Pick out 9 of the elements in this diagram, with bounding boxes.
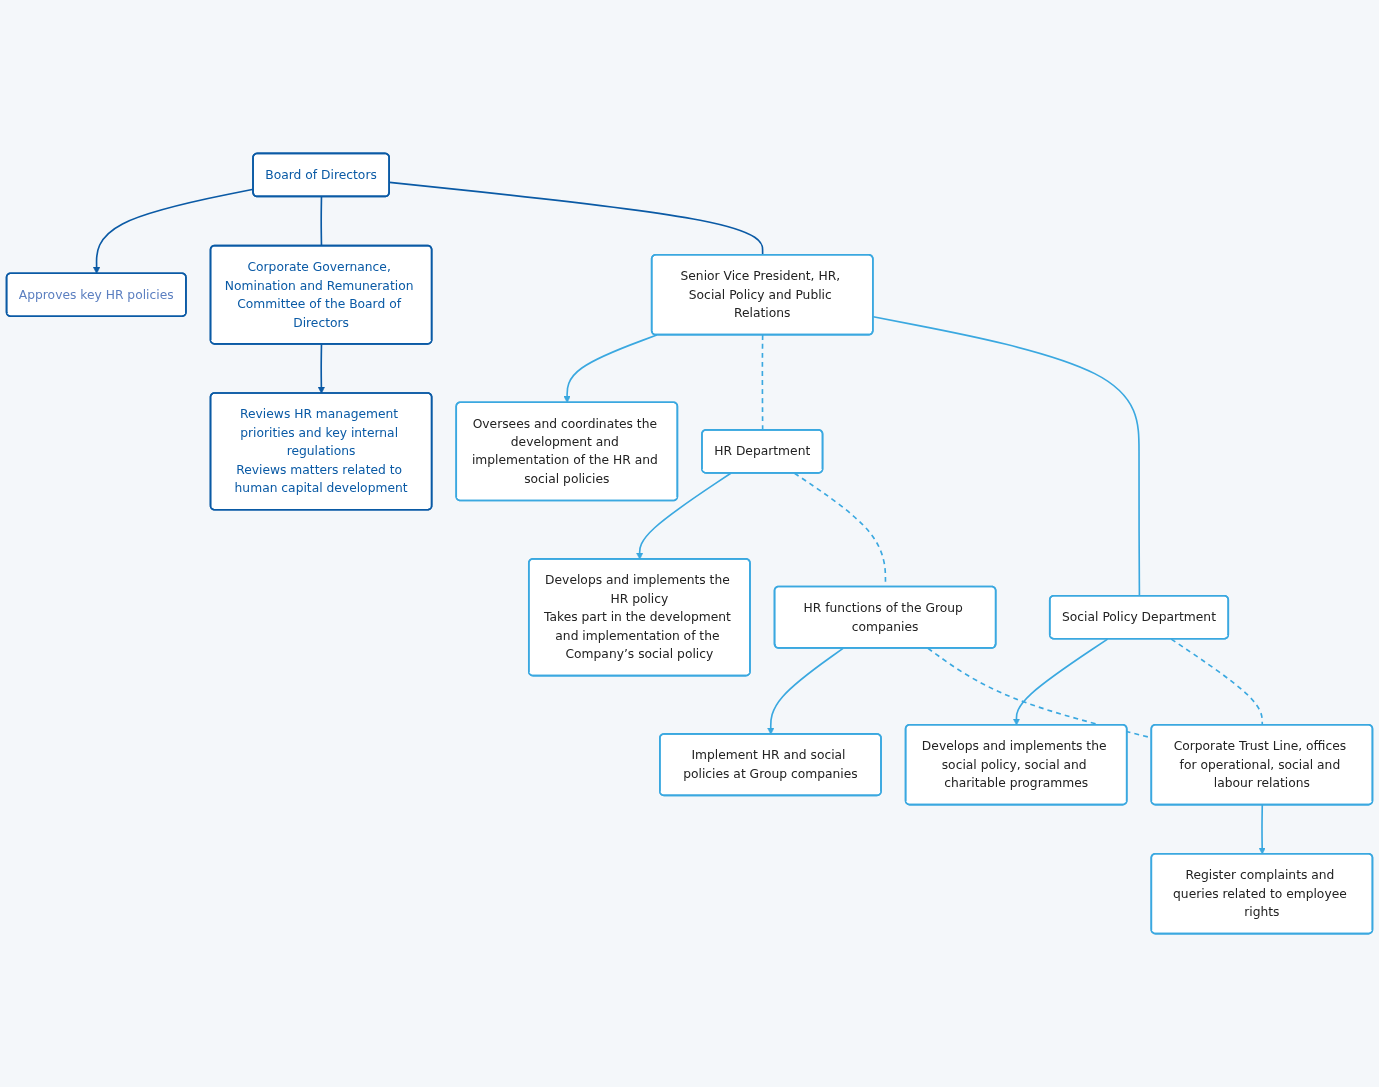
arrow: [636, 472, 732, 560]
connector: [872, 315, 1141, 597]
arrow: [563, 334, 658, 403]
connector: [320, 196, 323, 247]
arrow: [767, 647, 844, 735]
arrow: [1012, 638, 1109, 726]
connector: [1170, 638, 1264, 726]
arrow: [1258, 804, 1266, 855]
arrow: [317, 343, 325, 394]
